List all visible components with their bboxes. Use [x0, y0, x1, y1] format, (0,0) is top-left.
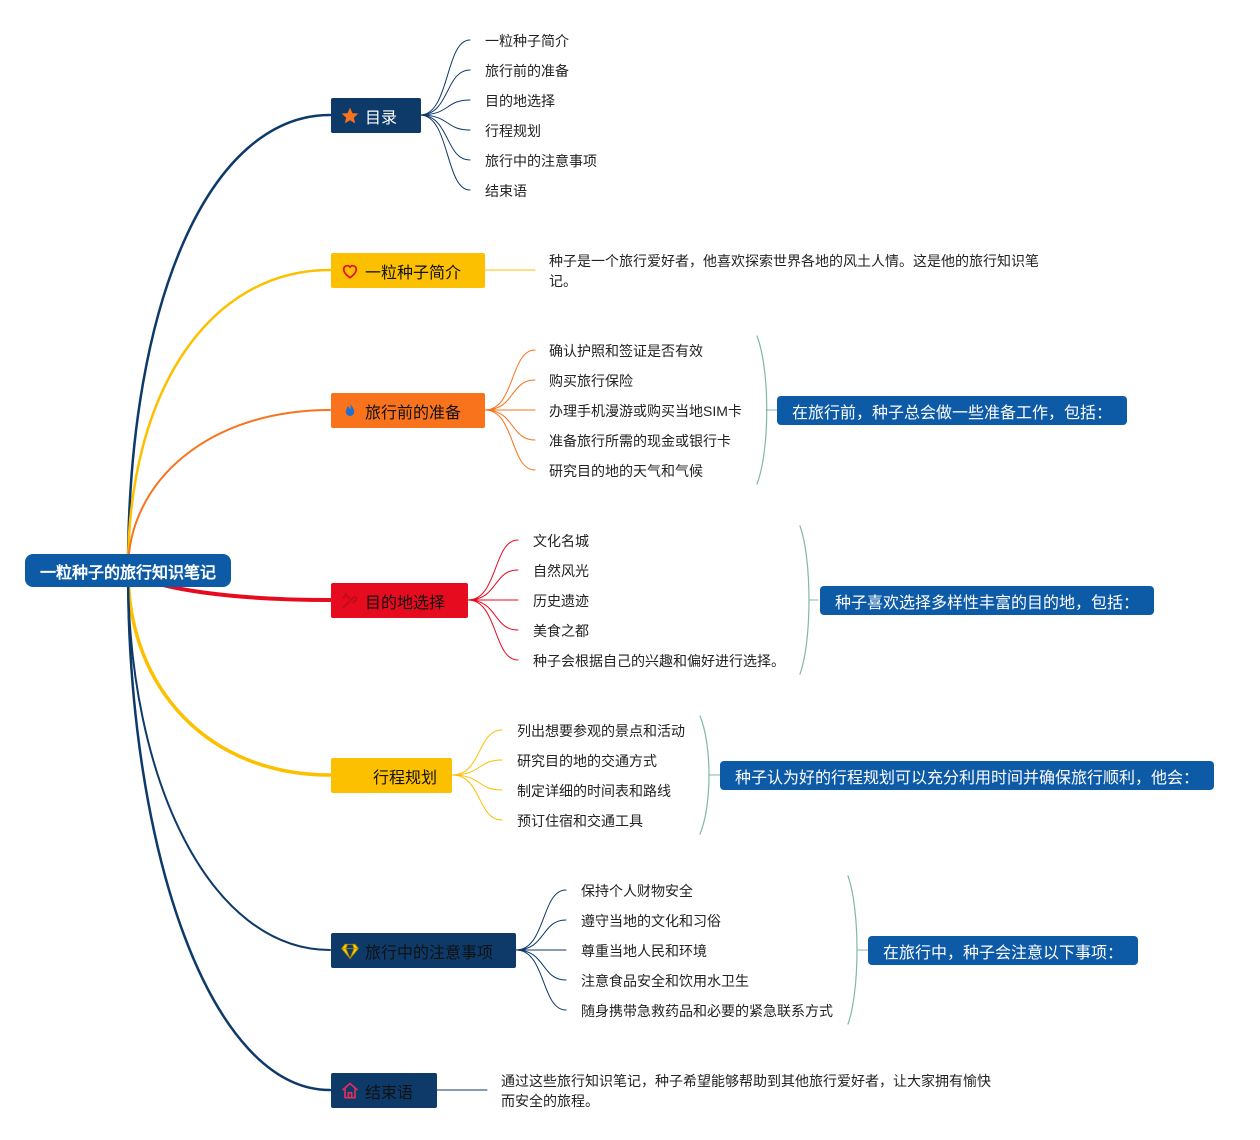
root-label: 一粒种子的旅行知识笔记 — [39, 564, 216, 582]
tools-icon — [339, 590, 361, 612]
list-item[interactable]: 购买旅行保险 — [549, 373, 633, 389]
list-item[interactable]: 行程规划 — [485, 123, 541, 139]
list-item[interactable]: 文化名城 — [533, 533, 589, 549]
root-link-intro — [126, 268, 332, 572]
list-item[interactable]: 保持个人财物安全 — [581, 883, 693, 899]
list-item[interactable]: 制定详细的时间表和路线 — [517, 783, 671, 799]
branch-label: 旅行前的准备 — [365, 404, 462, 422]
branch-label: 行程规划 — [373, 769, 438, 787]
branch-precautions[interactable]: 旅行中的注意事项 — [331, 933, 516, 968]
branch-label: 结束语 — [365, 1084, 414, 1102]
list-item[interactable]: 注意食品安全和饮用水卫生 — [581, 973, 749, 989]
root-link-catalog — [126, 113, 332, 572]
list-item[interactable]: 结束语 — [485, 183, 527, 199]
home-icon — [339, 1080, 361, 1102]
conclusion-text: 通过这些旅行知识笔记，种子希望能够帮助到其他旅行爱好者，让大家拥有愉快而安全的旅… — [501, 1073, 991, 1109]
flame-icon — [339, 400, 361, 422]
diamond-icon — [339, 940, 361, 962]
branch-destination[interactable]: 目的地选择 — [331, 583, 468, 618]
star-icon — [339, 105, 361, 127]
list-item[interactable]: 旅行中的注意事项 — [485, 153, 597, 169]
list-item[interactable]: 确认护照和签证是否有效 — [549, 343, 703, 359]
list-item[interactable]: 历史遗迹 — [533, 593, 589, 609]
branch-catalog[interactable]: 目录 — [331, 98, 421, 133]
list-item[interactable]: 遵守当地的文化和习俗 — [581, 913, 721, 929]
heart-icon — [339, 260, 361, 282]
list-item[interactable]: 目的地选择 — [485, 93, 555, 109]
root-link-prep — [127, 409, 331, 571]
branch-label: 目的地选择 — [365, 594, 446, 612]
root-link-end — [126, 568, 332, 1092]
branch-intro[interactable]: 一粒种子简介 — [331, 253, 485, 288]
list-item[interactable]: 办理手机漫游或购买当地SIM卡 — [549, 403, 742, 419]
list-item[interactable]: 尊重当地人民和环境 — [581, 943, 707, 959]
summary-bracket-dest — [799, 525, 810, 675]
summary-bracket-plan — [699, 715, 710, 835]
list-item[interactable]: 列出想要参观的景点和活动 — [517, 723, 685, 739]
summary-preparation[interactable]: 在旅行前，种子总会做一些准备工作，包括： — [777, 396, 1128, 425]
summary-itinerary[interactable]: 种子认为好的行程规划可以充分利用时间并确保旅行顺利，他会： — [720, 761, 1215, 790]
branch-conclusion[interactable]: 结束语 — [331, 1073, 437, 1108]
branch-label: 一粒种子简介 — [365, 264, 462, 282]
list-item[interactable]: 种子会根据自己的兴趣和偏好进行选择。 — [533, 653, 785, 669]
root-link-notice — [127, 569, 331, 951]
list-item[interactable]: 研究目的地的天气和气候 — [549, 463, 703, 479]
root-link-plan — [126, 568, 332, 777]
branch-label: 目录 — [365, 109, 398, 127]
summary-bracket-prep — [756, 335, 768, 485]
summary-destination[interactable]: 种子喜欢选择多样性丰富的目的地，包括： — [820, 586, 1155, 615]
list-item[interactable]: 旅行前的准备 — [485, 63, 569, 79]
list-item[interactable]: 准备旅行所需的现金或银行卡 — [549, 433, 731, 449]
root-node[interactable]: 一粒种子的旅行知识笔记 — [25, 554, 231, 587]
branch-preparation[interactable]: 旅行前的准备 — [331, 393, 485, 428]
list-item[interactable]: 一粒种子简介 — [485, 33, 569, 49]
intro-text: 种子是一个旅行爱好者，他喜欢探索世界各地的风土人情。这是他的旅行知识笔记。 — [549, 253, 1039, 289]
summary-bracket-notice — [847, 875, 858, 1025]
list-item[interactable]: 美食之都 — [533, 623, 589, 639]
summary-precautions[interactable]: 在旅行中，种子会注意以下事项： — [868, 936, 1139, 965]
list-item[interactable]: 预订住宿和交通工具 — [517, 813, 643, 829]
branch-label: 旅行中的注意事项 — [365, 944, 494, 962]
list-item[interactable]: 自然风光 — [533, 563, 589, 579]
list-item[interactable]: 研究目的地的交通方式 — [517, 753, 657, 769]
branch-itinerary[interactable]: 行程规划 — [331, 758, 452, 793]
list-item[interactable]: 随身携带急救药品和必要的紧急联系方式 — [581, 1003, 833, 1019]
